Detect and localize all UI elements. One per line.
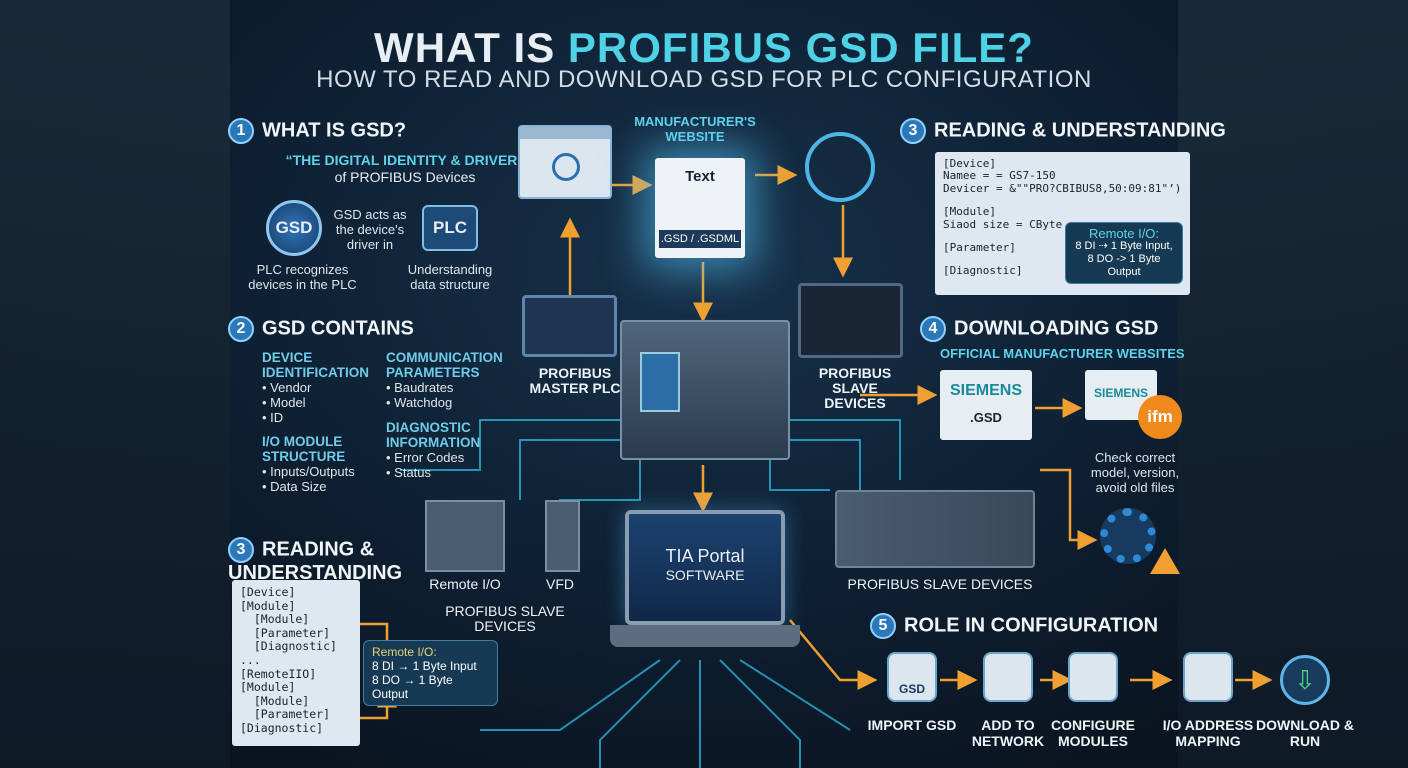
slave-devices-right [835,490,1035,568]
step-configure-modules: CONFIGURE MODULES [1051,717,1135,749]
group-device-identification: DEVICE IDENTIFICATION • Vendor• Model• I… [262,350,369,425]
plc-recognizes-caption: PLC recognizes devices in the PLC [248,262,357,292]
code-line: ... [240,652,261,667]
remote-io-label: Remote I/O [429,576,501,592]
code-line: Namee = = GS7-150 [943,169,1056,183]
remote-io-callout-right: Remote I/O: 8 DI ⇢ 1 Byte Input,8 DO -> … [1065,222,1183,284]
code-line: [Diagnostic] [240,639,337,654]
step-download-run: DOWNLOAD & RUN [1256,717,1354,749]
page-title: WHAT IS PROFIBUS GSD FILE? [374,24,1034,71]
browser-window-icon [518,125,612,199]
network-icon [983,652,1033,702]
page-subtitle: HOW TO READ AND DOWNLOAD GSD FOR PLC CON… [316,66,1092,93]
gsd-code-snippet-left: [Device][Module] [Module] [Parameter] [D… [232,580,360,746]
step-io-address-mapping: I/O ADDRESS MAPPING [1162,717,1254,749]
warning-icon [1150,548,1180,574]
code-line: [Parameter] [240,707,331,722]
code-line: [Module] [943,205,996,219]
code-line: [RemoteIIO] [240,666,317,681]
manufacturer-website-label: MANUFACTURER'S WEBSITE [634,114,756,144]
tia-portal-laptop: TIA Portal SOFTWARE [625,510,785,625]
siemens-doc-icon: SIEMENS .GSD [940,370,1032,440]
gsd-file-icon: GSD [887,652,937,702]
factory-scene-right [1178,0,1408,768]
code-line: [Diagnostic] [240,720,324,735]
group-diagnostic-information: DIAGNOSTIC INFORMATION • Error Codes• St… [386,420,481,480]
gear-warning-icon [1100,508,1156,564]
step-add-to-network: ADD TO NETWORK [971,717,1045,749]
code-line: Siaod size = CByte [943,217,1063,231]
slave-devices-label-left: PROFIBUS SLAVE DEVICES [445,603,565,634]
code-line: [Diagnostic] [943,264,1023,278]
gsd-document-icon: Text .GSD / .GSDML [655,158,745,258]
plc-rack [620,320,790,460]
download-icon: ⇩ [1280,655,1330,705]
code-line: [Module] [240,693,310,708]
ifm-logo: ifm [1138,395,1182,439]
vfd-device [545,500,580,572]
plc-chip-icon: PLC [422,205,478,251]
group-io-module-structure: I/O MODULE STRUCTURE • Inputs/Outputs• D… [262,434,355,494]
mapping-icon [1183,652,1233,702]
code-line: [Parameter] [240,625,331,640]
code-line: [Module] [240,680,296,695]
slave-devices-label-top: PROFIBUS SLAVE DEVICES [818,365,892,411]
monitor-icon [522,295,617,357]
section4-subheading: OFFICIAL MANUFACTURER WEBSITES [940,346,1185,361]
code-line: [Device] [943,157,996,170]
code-line: Devicer = &""PRO?CBIBUS8,50:09:81"’) [943,181,1182,195]
slave-devices-label-right: PROFIBUS SLAVE DEVICES [847,576,1033,592]
laptop-icon [798,283,903,358]
code-line: [Device] [240,585,296,599]
gsd-badge-icon: GSD [266,200,322,256]
code-line: [Parameter] [943,241,1016,255]
section1-quote: “THE DIGITAL IDENTITY & DRIVER” [285,152,525,168]
step-import-gsd: IMPORT GSD [867,717,957,733]
group-communication-parameters: COMMUNICATION PARAMETERS • Baudrates• Wa… [386,350,503,410]
laptop-keyboard [610,625,800,647]
siemens-website-icon: SIEMENS [1085,370,1157,420]
remote-io-device [425,500,505,572]
section1-quote-sub: of PROFIBUS Devices [334,169,476,185]
factory-scene-left [0,0,230,768]
master-plc-label: PROFIBUS MASTER PLC [529,365,621,396]
code-line: [Module] [240,612,310,627]
gears-icon [1068,652,1118,702]
globe-icon [805,132,875,202]
driver-text: GSD acts as the device's driver in [333,207,407,252]
vfd-label: VFD [546,576,574,592]
data-structure-caption: Understanding data structure [407,262,493,292]
code-line: [Module] [240,598,296,613]
